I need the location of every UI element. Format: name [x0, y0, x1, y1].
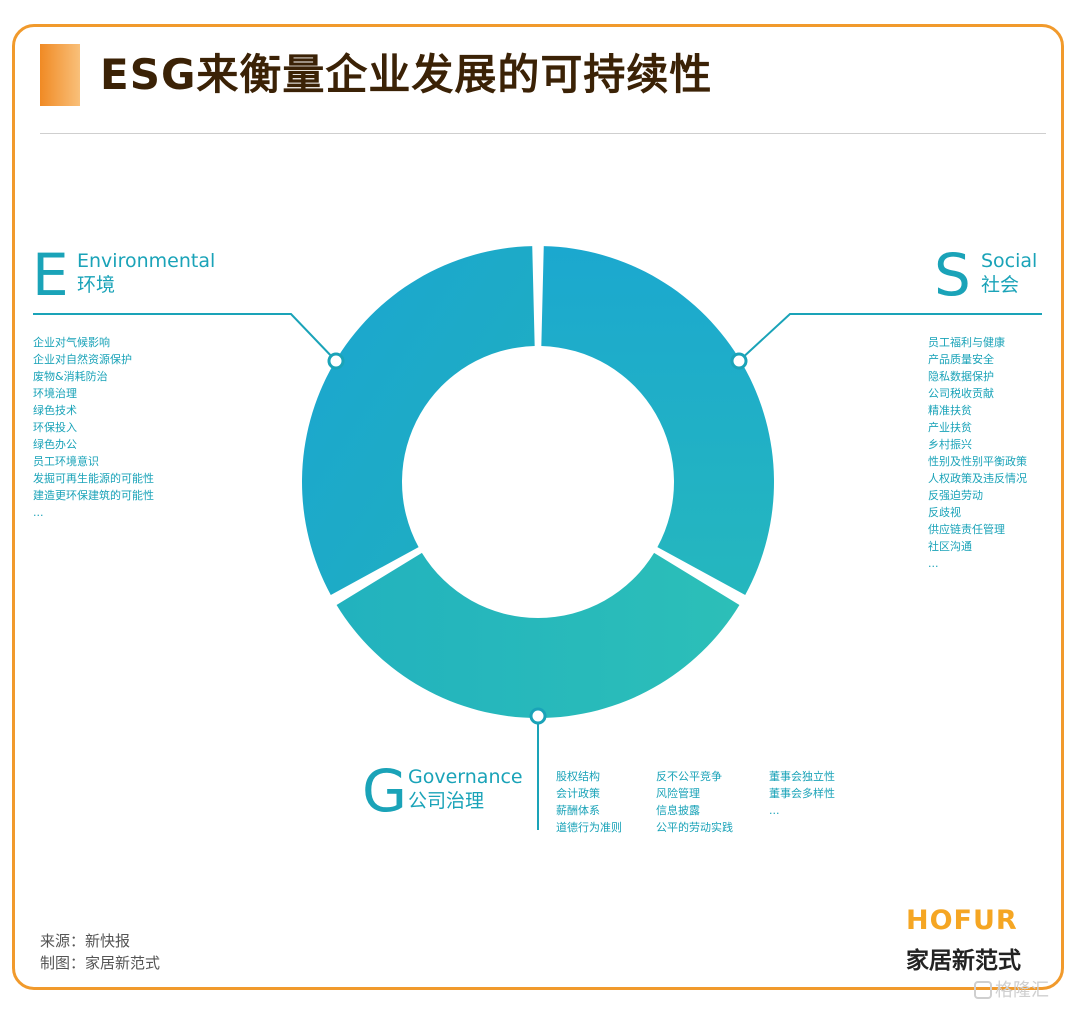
pillar-g-item: 反不公平竞争: [656, 770, 722, 783]
pillar-g-letter: G: [362, 757, 407, 825]
pillar-e-item: 绿色办公: [33, 438, 77, 451]
pillar-g-title-zh: 公司治理: [408, 790, 485, 812]
pillar-g-item: 风险管理: [656, 787, 700, 800]
pillar-g-item: 会计政策: [556, 787, 600, 800]
pillar-s-item: 乡村振兴: [928, 438, 972, 451]
connector-s: [738, 313, 1042, 362]
pillar-e-item: 环境治理: [33, 387, 77, 400]
pillar-g-title-en: Governance: [408, 766, 523, 788]
pillar-e-item: 企业对自然资源保护: [33, 353, 132, 366]
pillar-g-items-col2: 反不公平竞争风险管理信息披露公平的劳动实践: [656, 768, 733, 836]
pillar-g-item: 信息披露: [656, 804, 700, 817]
pillar-e-item: 绿色技术: [33, 404, 77, 417]
watermark-text: 格隆汇: [995, 980, 1049, 1001]
segment-environmental: [302, 246, 535, 595]
pillar-s-item: 公司税收贡献: [928, 387, 994, 400]
pillar-s-item: 人权政策及违反情况: [928, 472, 1027, 485]
pillar-e-item: 废物&消耗防治: [33, 370, 108, 383]
brand-logo-zh: 家居新范式: [906, 948, 1021, 974]
pillar-g-item: 股权结构: [556, 770, 600, 783]
connector-dot-g: [529, 707, 547, 725]
pillar-e-item: 发掘可再生能源的可能性: [33, 472, 154, 485]
pillar-s-item: 隐私数据保护: [928, 370, 994, 383]
pillar-s-item: 社区沟通: [928, 540, 972, 553]
pillar-s-letter: S: [934, 241, 971, 309]
brand-logo-en: HOFUR: [906, 905, 1018, 936]
pillar-e-item: 员工环境意识: [33, 455, 99, 468]
pillar-g-items-col3: 董事会独立性董事会多样性...: [769, 768, 835, 819]
pillar-g-item: 董事会多样性: [769, 787, 835, 800]
pillar-g-item: 道德行为准则: [556, 821, 622, 834]
pillar-g-item: 董事会独立性: [769, 770, 835, 783]
pillar-s-title-zh: 社会: [981, 274, 1020, 296]
pillar-s-title-en: Social: [981, 250, 1038, 272]
pillar-s-item: 产品质量安全: [928, 353, 994, 366]
chart-credit-line: 制图：家居新范式: [40, 954, 161, 972]
pillar-e-item: 建造更环保建筑的可能性: [33, 489, 154, 502]
pillar-s-item: 反歧视: [928, 506, 961, 519]
outer-frame: [12, 24, 1064, 990]
pillar-g-items-col1: 股权结构会计政策薪酬体系道德行为准则: [556, 768, 622, 836]
pillar-s-item: 精准扶贫: [928, 404, 972, 417]
title-accent-bar: [40, 44, 80, 106]
pillar-s-items: 员工福利与健康产品质量安全隐私数据保护公司税收贡献精准扶贫产业扶贫乡村振兴性别及…: [928, 334, 1027, 572]
connector-dot-e: [327, 352, 345, 370]
pillar-s-item: 供应链责任管理: [928, 523, 1005, 536]
segment-social: [541, 246, 774, 595]
pillar-g-item: ...: [769, 804, 780, 817]
title-divider: [40, 133, 1046, 134]
connector-dot-s: [730, 352, 748, 370]
pillar-e-title-en: Environmental: [77, 250, 216, 272]
watermark: 格隆汇: [974, 976, 1049, 1002]
watermark-g-icon: [974, 981, 992, 999]
segment-governance: [336, 552, 740, 718]
pillar-s-item: 反强迫劳动: [928, 489, 983, 502]
pillar-e-items: 企业对气候影响企业对自然资源保护废物&消耗防治环境治理绿色技术环保投入绿色办公员…: [33, 334, 154, 521]
source-line: 来源：新快报: [40, 932, 131, 950]
pillar-s-item: 员工福利与健康: [928, 336, 1005, 349]
pillar-e-letter: E: [32, 241, 69, 309]
pillar-e-item: 环保投入: [33, 421, 77, 434]
pillar-e-title-zh: 环境: [77, 274, 116, 296]
pillar-e-item: 企业对气候影响: [33, 336, 110, 349]
pillar-g-item: 公平的劳动实践: [656, 821, 733, 834]
connector-e: [33, 313, 337, 362]
pillar-s-item: ...: [928, 557, 939, 570]
pillar-g-item: 薪酬体系: [556, 804, 600, 817]
page-title: ESG来衡量企业发展的可持续性: [100, 50, 713, 99]
pillar-e-item: ...: [33, 506, 44, 519]
pillar-s-item: 产业扶贫: [928, 421, 972, 434]
pillar-s-item: 性别及性别平衡政策: [928, 455, 1027, 468]
